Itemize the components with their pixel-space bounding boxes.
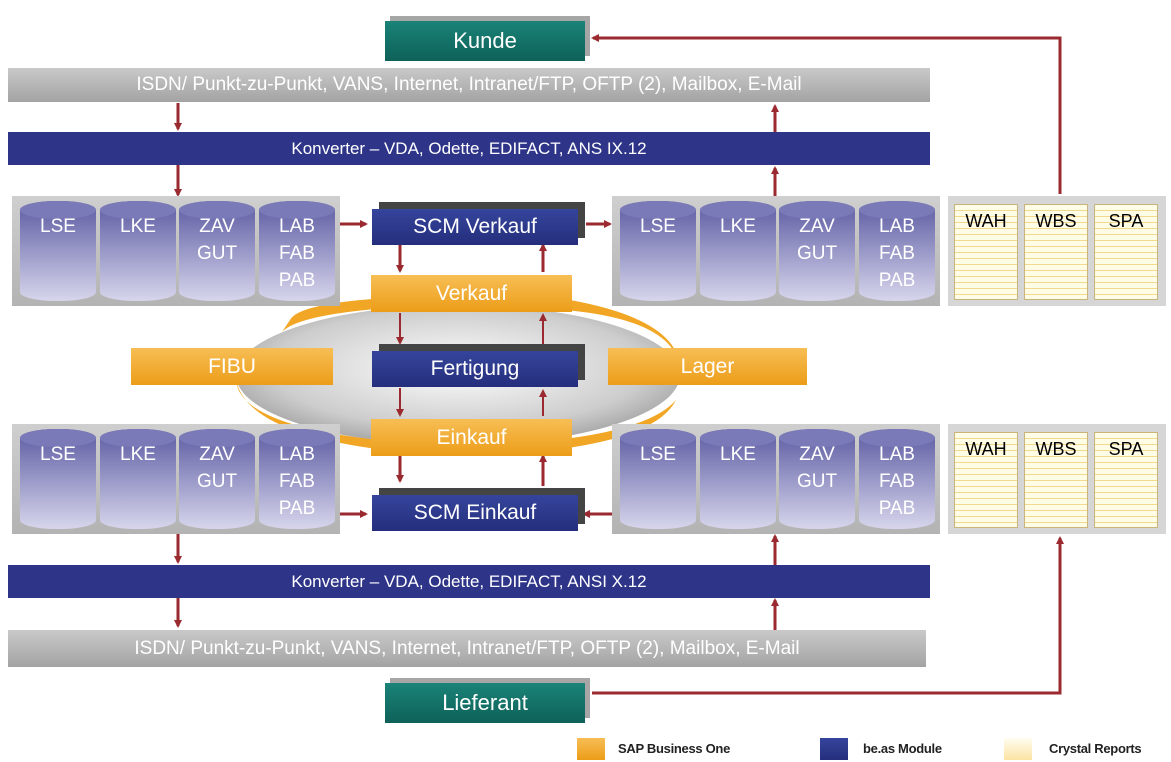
scm-purchase-label: SCM Einkauf (413, 501, 537, 524)
db-panel-top-left: LSE LKE ZAV GUT LAB FAB PAB (12, 196, 340, 306)
db-zav-gut-label: ZAV GUT (796, 216, 838, 264)
db-lab-fab-pab-label: LAB FAB PAB (878, 444, 916, 519)
legend-label-beas: be.as Module (863, 741, 942, 756)
report-spa: SPA (1094, 432, 1158, 528)
db-lab-fab-pab-label: LAB FAB PAB (278, 216, 316, 291)
arrow-reports-to-customer (591, 34, 1062, 194)
db-lse-label: LSE (40, 216, 76, 237)
db-lse-label: LSE (40, 444, 76, 465)
db-lse: LSE (20, 429, 96, 529)
report-wbs-label: WBS (1035, 439, 1077, 459)
db-lke-label: LKE (120, 216, 156, 237)
report-wbs-label: WBS (1035, 211, 1077, 231)
db-lab-fab-pab: LAB FAB PAB (259, 201, 335, 301)
report-wah: WAH (954, 432, 1018, 528)
db-lse-label: LSE (640, 444, 676, 465)
db-zav-gut-label: ZAV GUT (196, 216, 238, 264)
arrows (174, 34, 1064, 695)
legend-label-sap: SAP Business One (618, 741, 731, 756)
db-lab-fab-pab: LAB FAB PAB (859, 429, 935, 529)
finance-label: FIBU (208, 354, 256, 378)
report-spa-label: SPA (1108, 211, 1144, 231)
report-wbs: WBS (1024, 204, 1088, 300)
channels-top-label: ISDN/ Punkt-zu-Punkt, VANS, Internet, In… (136, 74, 802, 95)
report-spa-label: SPA (1108, 439, 1144, 459)
db-lke: LKE (100, 201, 176, 301)
db-lab-fab-pab-label: LAB FAB PAB (278, 444, 316, 519)
report-wbs: WBS (1024, 432, 1088, 528)
scm-sales-box: SCM Verkauf (372, 209, 578, 245)
production-label: Fertigung (430, 357, 520, 380)
db-lke-label: LKE (720, 444, 756, 465)
channels-bar-top: ISDN/ Punkt-zu-Punkt, VANS, Internet, In… (8, 68, 930, 102)
channels-bottom-label: ISDN/ Punkt-zu-Punkt, VANS, Internet, In… (134, 637, 800, 659)
report-wah: WAH (954, 204, 1018, 300)
converter-bar-top: Konverter – VDA, Odette, EDIFACT, ANS IX… (8, 132, 930, 165)
db-lab-fab-pab: LAB FAB PAB (259, 429, 335, 529)
db-lse: LSE (620, 201, 696, 301)
sales-label: Verkauf (435, 281, 508, 305)
reports-panel-top: WAH WBS SPA (948, 196, 1166, 306)
db-lke: LKE (700, 429, 776, 529)
channels-bar-bottom: ISDN/ Punkt-zu-Punkt, VANS, Internet, In… (8, 630, 926, 667)
production-box: Fertigung (372, 351, 578, 387)
reports-panel-bottom: WAH WBS SPA (948, 424, 1166, 534)
db-lab-fab-pab: LAB FAB PAB (859, 201, 935, 301)
db-zav-gut: ZAV GUT (779, 429, 855, 529)
db-panel-top-right: LSE LKE ZAV GUT LAB FAB PAB (612, 196, 940, 306)
report-wah-label: WAH (965, 211, 1007, 231)
legend-swatch-beas (820, 738, 848, 760)
db-zav-gut-label: ZAV GUT (796, 444, 838, 492)
supplier-box: Lieferant (385, 683, 585, 723)
sales-box: Verkauf (371, 275, 572, 312)
warehouse-label: Lager (680, 354, 735, 378)
db-lke-label: LKE (720, 216, 756, 237)
db-zav-gut: ZAV GUT (779, 201, 855, 301)
db-panel-bottom-left: LSE LKE ZAV GUT LAB FAB PAB (12, 424, 340, 534)
db-zav-gut: ZAV GUT (179, 201, 255, 301)
converter-bar-bottom: Konverter – VDA, Odette, EDIFACT, ANSI X… (8, 565, 930, 598)
legend-swatch-sap (577, 738, 605, 760)
db-lse-label: LSE (640, 216, 676, 237)
db-zav-gut: ZAV GUT (179, 429, 255, 529)
scm-purchase-box: SCM Einkauf (372, 495, 578, 531)
finance-box: FIBU (131, 348, 333, 385)
supplier-label: Lieferant (442, 690, 528, 715)
report-spa: SPA (1094, 204, 1158, 300)
customer-box: Kunde (385, 21, 585, 61)
db-lke-label: LKE (120, 444, 156, 465)
converter-bottom-label: Konverter – VDA, Odette, EDIFACT, ANSI X… (291, 571, 647, 591)
db-lke: LKE (700, 201, 776, 301)
arrow-supplier-to-reports (592, 536, 1064, 695)
warehouse-box: Lager (608, 348, 807, 385)
customer-label: Kunde (453, 28, 517, 53)
legend-swatch-crystal (1004, 738, 1032, 760)
purchase-label: Einkauf (436, 425, 507, 449)
converter-top-label: Konverter – VDA, Odette, EDIFACT, ANS IX… (291, 138, 647, 158)
db-zav-gut-label: ZAV GUT (196, 444, 238, 492)
purchase-box: Einkauf (371, 419, 572, 456)
db-lse: LSE (20, 201, 96, 301)
report-wah-label: WAH (965, 439, 1007, 459)
scm-sales-label: SCM Verkauf (413, 215, 537, 238)
db-lse: LSE (620, 429, 696, 529)
db-lab-fab-pab-label: LAB FAB PAB (878, 216, 916, 291)
db-lke: LKE (100, 429, 176, 529)
db-panel-bottom-right: LSE LKE ZAV GUT LAB FAB PAB (612, 424, 940, 534)
legend-label-crystal: Crystal Reports (1049, 741, 1142, 756)
